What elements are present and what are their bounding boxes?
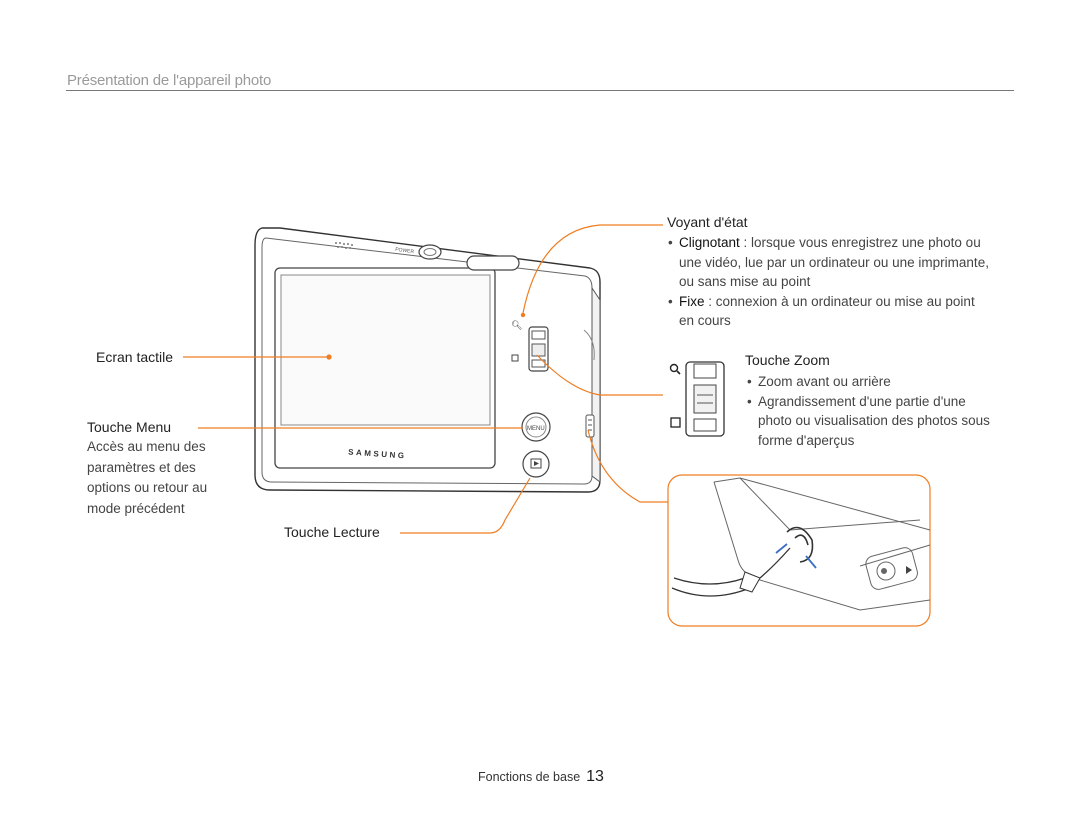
callout-touche-lecture: Touche Lecture bbox=[284, 524, 380, 540]
menu-button-label: MENU bbox=[527, 426, 545, 432]
callout-touche-zoom: Touche Zoom bbox=[745, 352, 830, 368]
menu-description: Accès au menu des paramètres et des opti… bbox=[87, 439, 208, 516]
zoom-item: • Agrandissement d'une partie d'une phot… bbox=[747, 393, 990, 448]
header-rule bbox=[66, 90, 1014, 91]
brand-logo: SAMSUNG bbox=[348, 447, 407, 460]
callout-lines bbox=[183, 224, 931, 627]
power-label: POWER bbox=[395, 247, 415, 256]
zoom-list: • Zoom avant ou arrière • Agrandissement… bbox=[747, 372, 1037, 450]
svg-text:🔍︎: 🔍︎ bbox=[511, 320, 522, 330]
page-header-title: Présentation de l'appareil photo bbox=[67, 72, 272, 89]
zoom-item: • Zoom avant ou arrière bbox=[747, 374, 891, 389]
callout-voyant-etat: Voyant d'état bbox=[667, 214, 748, 230]
voyant-item: • Fixe : connexion à un ordinateur ou mi… bbox=[668, 293, 975, 329]
zoom-key-detail bbox=[669, 361, 725, 437]
status-led bbox=[520, 312, 526, 318]
voyant-list: • Clignotant : lorsque vous enregistrez … bbox=[668, 233, 1028, 331]
page-number: 13 bbox=[586, 768, 604, 785]
camera-body: POWER SAMSUNG 🔍︎ MENU bbox=[254, 227, 601, 493]
callout-touche-menu: Touche Menu bbox=[87, 419, 172, 435]
callout-ecran-tactile: Ecran tactile bbox=[96, 349, 174, 365]
lcd-screen-frame bbox=[274, 267, 496, 469]
power-button bbox=[418, 244, 442, 260]
page-footer: Fonctions de base 13 bbox=[478, 768, 604, 786]
voyant-item: • Clignotant : lorsque vous enregistrez … bbox=[668, 235, 989, 289]
shutter-button bbox=[466, 255, 520, 271]
footer-section: Fonctions de base bbox=[478, 770, 581, 784]
lcd-screen bbox=[280, 274, 491, 426]
strap-detail-drawing bbox=[671, 477, 931, 611]
